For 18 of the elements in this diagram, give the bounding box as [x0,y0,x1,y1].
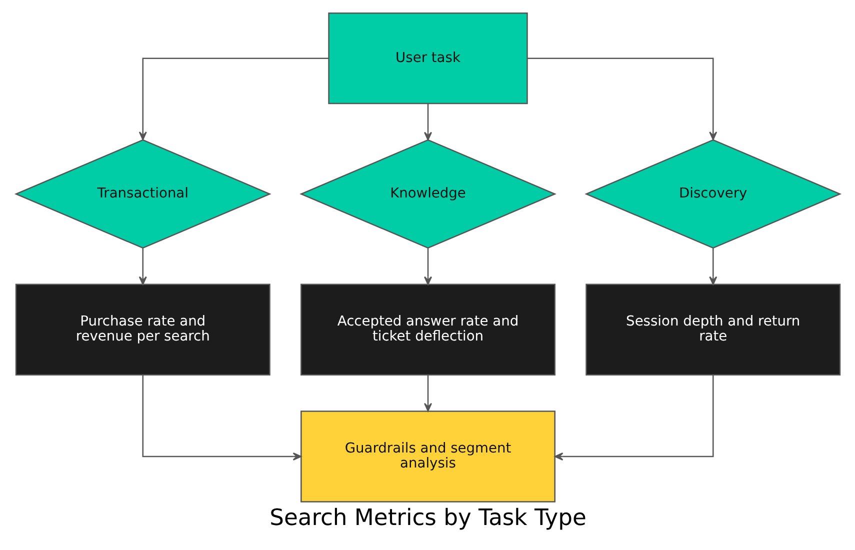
node-box: Session depth and return rate [585,284,840,376]
arrow [423,248,432,285]
node-diamond: Discovery [584,139,842,249]
node-box: Purchase rate and revenue per search [14,284,270,376]
arrow [138,58,328,140]
arrow [423,104,432,140]
node-box: Guardrails and segment analysis [300,410,555,502]
caption: Search Metrics by Task Type [269,504,586,531]
node-box: User task [328,12,528,104]
arrow [423,375,432,412]
node-diamond: Knowledge [299,139,556,249]
arrow [526,58,717,140]
node-box: Accepted answer rate and ticket deflection [300,284,555,376]
node-diamond: Transactional [14,139,271,249]
arrow [142,375,301,461]
arrow [138,248,146,285]
arrow [708,248,717,285]
arrow [554,375,714,461]
